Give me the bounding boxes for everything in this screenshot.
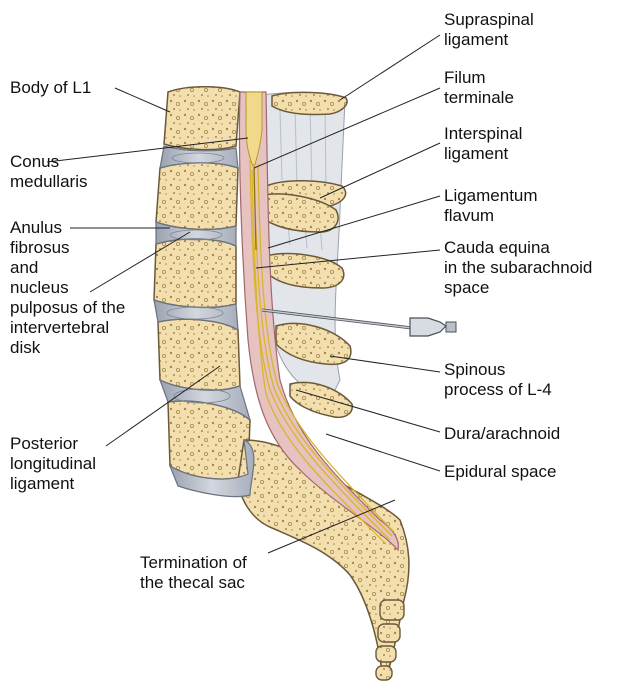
vertebral-body-l4	[158, 319, 240, 390]
spinous-process-l1	[272, 92, 347, 114]
label-termination-thecal-sac: Termination of the thecal sac	[140, 553, 247, 593]
leader-body-l1	[115, 88, 170, 112]
label-interspinal-ligament: Interspinal ligament	[444, 124, 522, 164]
label-posterior-longitudinal-ligament: Posterior longitudinal ligament	[10, 434, 96, 494]
label-anulus-fibrosus: Anulus fibrosus and nucleus pulposus of …	[10, 218, 125, 358]
label-spinous-process-l4: Spinous process of L-4	[444, 360, 552, 400]
label-filum-terminale: Filum terminale	[444, 68, 514, 108]
leader-spinous	[330, 356, 440, 372]
spinous-process-l5	[290, 382, 352, 417]
leader-supraspinal	[340, 35, 440, 100]
label-cauda-equina: Cauda equina in the subarachnoid space	[444, 238, 592, 298]
label-conus-medullaris: Conus medullaris	[10, 152, 87, 192]
label-epidural-space: Epidural space	[444, 462, 556, 482]
label-dura-arachnoid: Dura/arachnoid	[444, 424, 560, 444]
vertebral-body-l3	[154, 239, 236, 308]
vertebral-body-l2	[156, 163, 238, 230]
label-body-of-l1: Body of L1	[10, 78, 91, 98]
label-supraspinal-ligament: Supraspinal ligament	[444, 10, 534, 50]
coccyx	[376, 600, 404, 680]
leader-epidural	[326, 434, 440, 471]
label-ligamentum-flavum: Ligamentum flavum	[444, 186, 538, 226]
